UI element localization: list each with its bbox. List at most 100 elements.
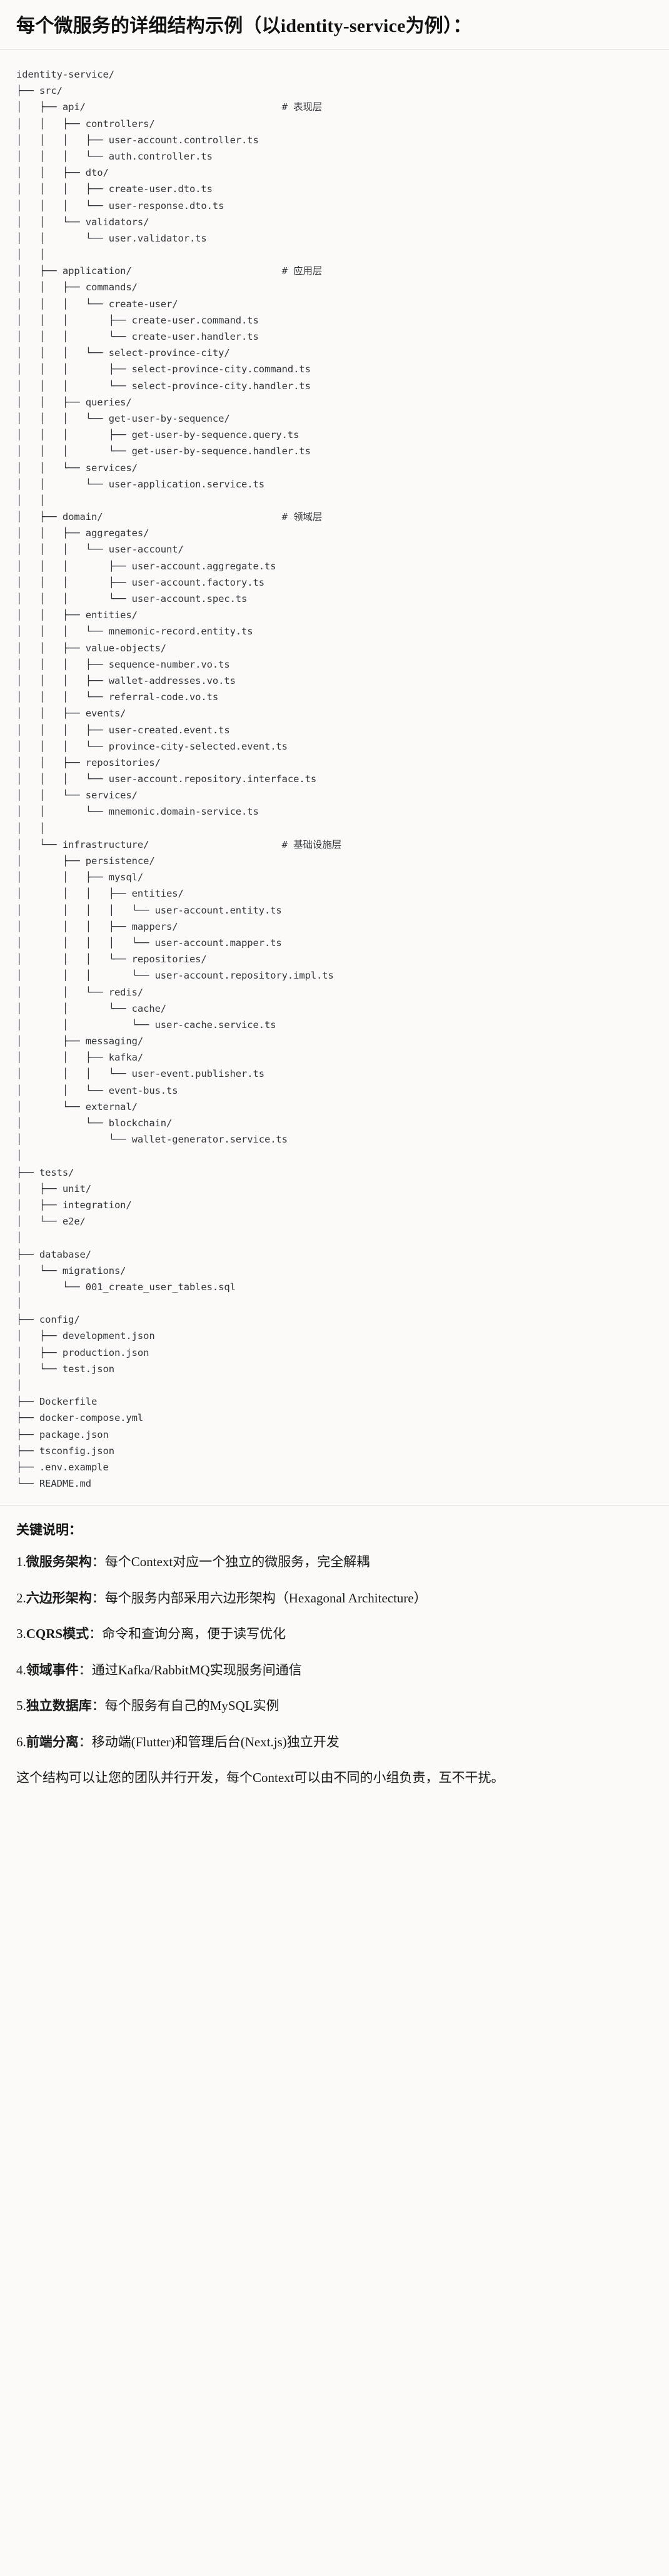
tree-line: │	[16, 1232, 23, 1244]
tree-line: ├── .env.example	[16, 1461, 109, 1473]
tree-line-comment: # 领域层	[281, 511, 323, 523]
key-note-body: 每个Context对应一个独立的微服务，完全解耦	[104, 1554, 370, 1570]
key-note-number: 3.	[16, 1626, 26, 1642]
key-note-number: 1.	[16, 1554, 26, 1570]
key-note-separator: ：	[91, 1590, 105, 1606]
tree-line: │ │ └── redis/	[16, 986, 144, 998]
tree-line: │ └── test.json	[16, 1363, 114, 1375]
tree-line: ├── src/	[16, 85, 63, 97]
key-note-item: 3.CQRS模式：命令和查询分离，便于读写优化	[16, 1624, 653, 1644]
tree-line: │ │ ├── queries/	[16, 396, 132, 408]
tree-line: │ │ ├── aggregates/	[16, 527, 149, 539]
key-note-number: 6.	[16, 1734, 26, 1749]
tree-line: │ │ │ └── user-account/	[16, 544, 184, 556]
tree-line: │ └── migrations/	[16, 1265, 126, 1276]
tree-line: │ │ ├── repositories/	[16, 756, 161, 768]
tree-line: │ ├── unit/	[16, 1183, 92, 1194]
tree-line: │	[16, 1298, 23, 1310]
tree-line: │ │ └── cache/	[16, 1002, 167, 1014]
tree-line-comment: # 基础设施层	[281, 838, 342, 850]
tree-line: │ │ │ ├── user-account.factory.ts	[16, 576, 264, 588]
key-note-item: 4.领域事件：通过Kafka/RabbitMQ实现服务间通信	[16, 1661, 653, 1681]
tree-line: │ │ └── user-cache.service.ts	[16, 1019, 276, 1031]
tree-line: │ │ │ ├── create-user.command.ts	[16, 314, 259, 326]
document-header: 每个微服务的详细结构示例（以identity-service为例）：	[0, 0, 669, 50]
tree-line: │ │ ├── kafka/	[16, 1052, 144, 1064]
key-note-term: 微服务架构	[26, 1554, 92, 1570]
key-note-number: 2.	[16, 1590, 26, 1606]
tree-line: │ └── e2e/	[16, 1216, 86, 1228]
tree-line: │ │ │ └── repositories/	[16, 954, 207, 965]
tree-line-comment: # 应用层	[281, 265, 323, 277]
tree-line: │ ├── integration/	[16, 1199, 132, 1211]
tree-line: │ └── wallet-generator.service.ts	[16, 1134, 288, 1146]
tree-line-comment: # 表现层	[281, 101, 323, 113]
tree-line: │ └── blockchain/	[16, 1117, 173, 1129]
tree-line: │ │ │ └── get-user-by-sequence/	[16, 412, 230, 424]
tree-line: │	[16, 1380, 23, 1391]
tree-line: ├── tests/	[16, 1166, 74, 1178]
tree-line: │ │ ├── value-objects/	[16, 642, 167, 654]
tree-line: │ │ │ └── get-user-by-sequence.handler.t…	[16, 445, 311, 457]
tree-line: │ │ │ ├── user-created.event.ts	[16, 724, 230, 736]
tree-line: │ └── external/	[16, 1101, 138, 1112]
tree-line: │ │ │ ├── user-account.controller.ts	[16, 134, 259, 146]
tree-line: │ ├── messaging/	[16, 1036, 144, 1047]
tree-line: │ │ │ ├── mappers/	[16, 920, 178, 932]
tree-line: │ │ └── services/	[16, 790, 138, 802]
tree-line: │ ├── api/ # 表现层	[16, 101, 323, 113]
directory-tree: identity-service/ ├── src/ │ ├── api/ # 表现…	[16, 66, 653, 1492]
tree-line: ├── package.json	[16, 1428, 109, 1440]
key-note-item: 6.前端分离：移动端(Flutter)和管理后台(Next.js)独立开发	[16, 1733, 653, 1753]
tree-line: │ │ │ └── user-event.publisher.ts	[16, 1068, 264, 1080]
tree-line: ├── Dockerfile	[16, 1396, 98, 1408]
key-note-item: 1.微服务架构：每个Context对应一个独立的微服务，完全解耦	[16, 1552, 653, 1572]
tree-line: │ ├── development.json	[16, 1330, 155, 1342]
tree-line: │ │ │ │ └── user-account.mapper.ts	[16, 937, 282, 949]
tree-line: │ │ │ ├── select-province-city.command.t…	[16, 364, 311, 375]
tree-line: │ │	[16, 822, 46, 834]
tree-line: │ │ └── user.validator.ts	[16, 232, 207, 244]
tree-line: └── README.md	[16, 1478, 92, 1490]
tree-line: ├── docker-compose.yml	[16, 1412, 144, 1424]
tree-line: │ │	[16, 249, 46, 261]
key-note-body: 每个服务内部采用六边形架构（Hexagonal Architecture）	[104, 1590, 427, 1606]
tree-line: │ │ │ └── select-province-city.handler.t…	[16, 380, 311, 392]
tree-line: │ │ └── user-application.service.ts	[16, 478, 264, 490]
tree-line: │ │ └── validators/	[16, 216, 149, 228]
tree-line: │ │ │ └── user-account.repository.interf…	[16, 773, 317, 785]
closing-paragraph: 这个结构可以让您的团队并行开发，每个Context可以由不同的小组负责，互不干扰…	[16, 1770, 505, 1786]
tree-line: identity-service/	[16, 69, 114, 80]
key-note-term: 前端分离	[26, 1734, 79, 1749]
tree-line: │ │ │ └── create-user/	[16, 298, 178, 310]
key-note-item: 5.独立数据库：每个服务有自己的MySQL实例	[16, 1696, 653, 1716]
tree-line: │ │ └── mnemonic.domain-service.ts	[16, 806, 259, 818]
key-note-body: 每个服务有自己的MySQL实例	[104, 1698, 279, 1714]
key-note-term: 独立数据库	[26, 1698, 92, 1714]
key-note-term: CQRS模式	[26, 1626, 89, 1642]
tree-line: │ │ │ └── mnemonic-record.entity.ts	[16, 626, 253, 638]
tree-line: │ ├── application/ # 应用层	[16, 265, 323, 277]
key-note-number: 5.	[16, 1698, 26, 1714]
tree-line: ├── tsconfig.json	[16, 1445, 114, 1457]
tree-line: │ │ ├── entities/	[16, 609, 138, 621]
key-notes-title: 关键说明：	[16, 1522, 82, 1538]
key-note-number: 4.	[16, 1662, 26, 1677]
key-note-separator: ：	[91, 1554, 105, 1570]
tree-line: │ │ ├── dto/	[16, 167, 109, 179]
tree-line: │ │ │ └── auth.controller.ts	[16, 150, 213, 162]
tree-line: │ │ │ ├── create-user.dto.ts	[16, 183, 213, 195]
tree-line: │ │	[16, 494, 46, 506]
tree-line: │ │ ├── commands/	[16, 282, 138, 293]
key-note-term: 领域事件	[26, 1662, 79, 1677]
key-note-separator: ：	[89, 1626, 103, 1642]
key-note-term: 六边形架构	[26, 1590, 92, 1606]
key-note-separator: ：	[78, 1662, 92, 1677]
tree-line: │ ├── persistence/	[16, 855, 155, 867]
directory-tree-block: identity-service/ ├── src/ │ ├── api/ # 表现…	[0, 50, 669, 1507]
tree-line: │ │ │ ├── get-user-by-sequence.query.ts	[16, 429, 299, 441]
tree-line: │ │ │ ├── sequence-number.vo.ts	[16, 658, 230, 670]
key-note-item: 2.六边形架构：每个服务内部采用六边形架构（Hexagonal Architec…	[16, 1589, 653, 1609]
